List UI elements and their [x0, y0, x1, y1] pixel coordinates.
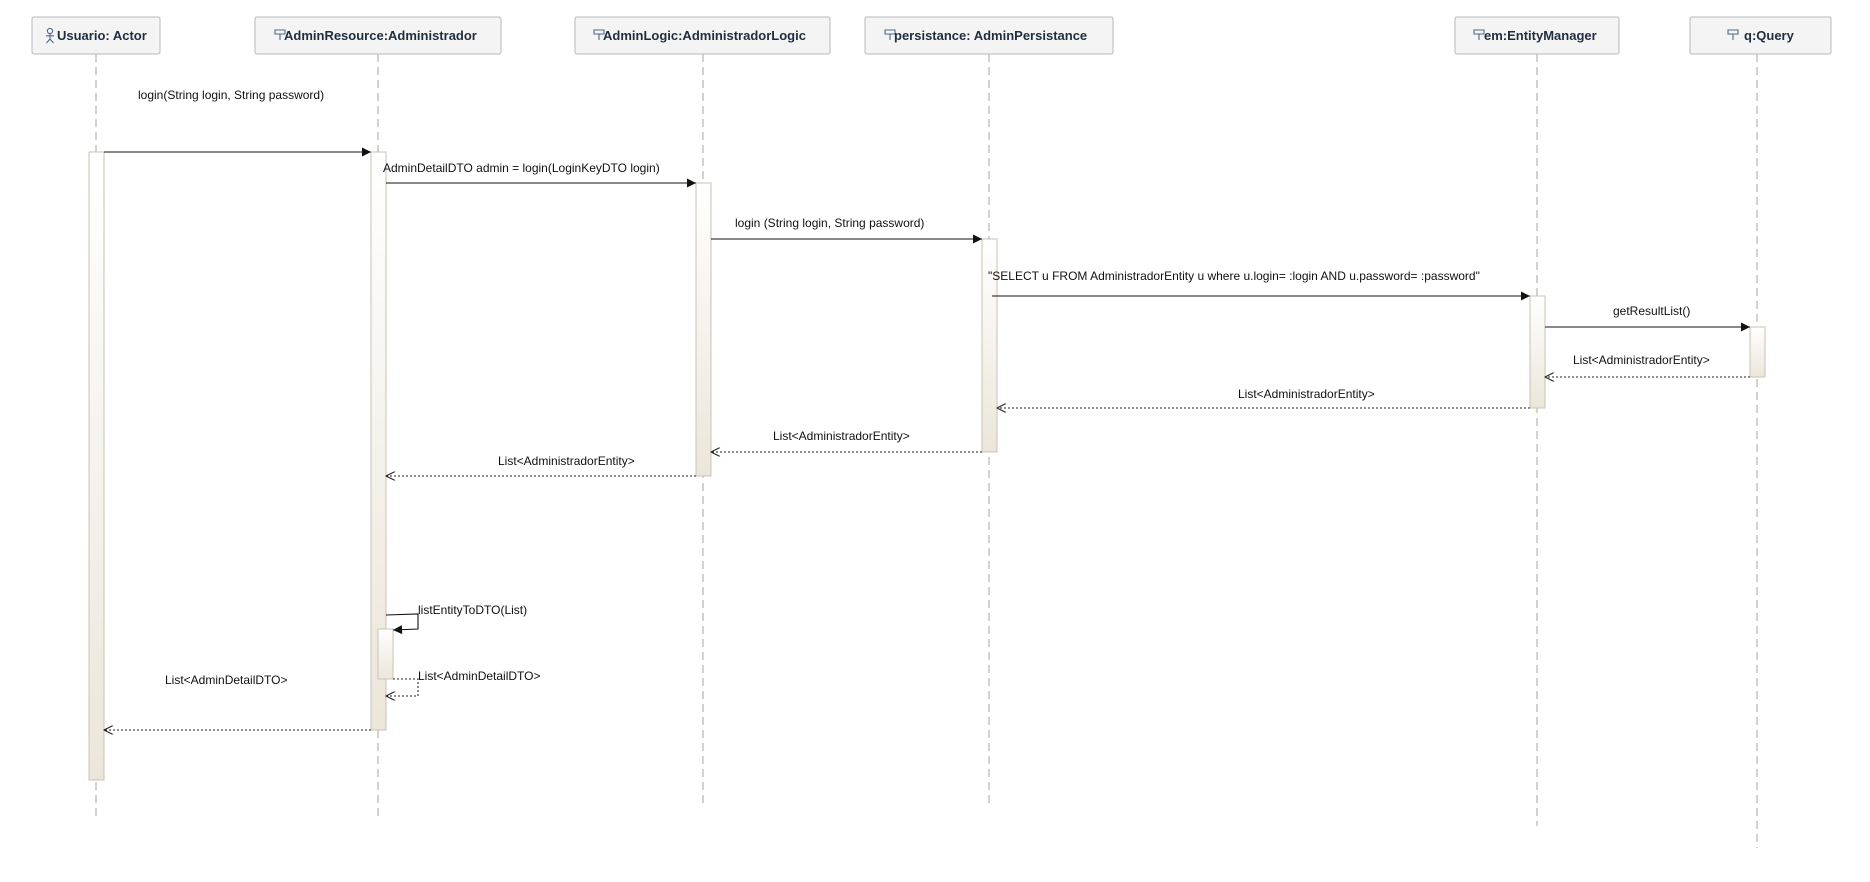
return-list-admin-detail-dto[interactable]: List<AdminDetailDTO> [104, 673, 371, 730]
lifeline-persistance[interactable]: persistance: AdminPersistance [864, 16, 1114, 55]
activation-adminresource-self [377, 628, 394, 680]
lifeline-icon [593, 29, 605, 40]
return-list-admin-detail-dto-self[interactable]: List<AdminDetailDTO> [386, 669, 541, 696]
message-label: List<AdminDetailDTO> [418, 669, 541, 683]
lifeline-adminlogic[interactable]: AdminLogic:AdministradorLogic [574, 16, 831, 55]
lifeline-usuario[interactable]: Usuario: Actor [31, 16, 161, 55]
activation-persistance [981, 238, 998, 453]
message-label: List<AdminDetailDTO> [165, 673, 288, 687]
message-admin-login[interactable]: AdminDetailDTO admin = login(LoginKeyDTO… [383, 161, 696, 188]
message-label: List<AdministradorEntity> [498, 454, 635, 468]
return-query-result[interactable]: List<AdministradorEntity> [1545, 353, 1750, 377]
message-label: List<AdministradorEntity> [773, 429, 910, 443]
message-label: login(String login, String password) [138, 88, 324, 102]
lifeline-em[interactable]: em:EntityManager [1454, 16, 1620, 55]
lifeline-icon [884, 29, 896, 40]
lifeline-title: q:Query [1744, 28, 1795, 43]
message-list-entity-to-dto[interactable]: listEntityToDTO(List) [385, 603, 527, 635]
return-persistance-result[interactable]: List<AdministradorEntity> [711, 429, 982, 452]
message-label: List<AdministradorEntity> [1573, 353, 1710, 367]
activation-adminlogic [695, 182, 712, 477]
message-label: listEntityToDTO(List) [418, 603, 527, 617]
activation-adminresource [370, 151, 387, 731]
lifeline-icon [274, 29, 286, 40]
lifeline-icon [1727, 29, 1739, 40]
lifeline-adminresource[interactable]: AdminResource:Administrador [254, 16, 502, 55]
message-login[interactable]: login(String login, String password) [104, 88, 371, 157]
actor-icon [46, 27, 54, 44]
message-label: AdminDetailDTO admin = login(LoginKeyDTO… [383, 161, 660, 175]
message-label: getResultList() [1613, 304, 1690, 318]
lifeline-icon [1473, 29, 1485, 40]
lifeline-title: AdminResource:Administrador [284, 28, 477, 43]
activation-usuario [88, 151, 105, 781]
message-get-result-list[interactable]: getResultList() [1545, 304, 1750, 332]
return-em-result[interactable]: List<AdministradorEntity> [997, 387, 1530, 408]
return-logic-result[interactable]: List<AdministradorEntity> [386, 454, 696, 476]
activation-em [1529, 295, 1546, 409]
lifeline-title: persistance: AdminPersistance [894, 28, 1087, 43]
lifeline-q[interactable]: q:Query [1689, 16, 1832, 55]
message-select-query[interactable]: "SELECT u FROM AdministradorEntity u whe… [988, 269, 1530, 301]
message-label: List<AdministradorEntity> [1238, 387, 1375, 401]
message-label: login (String login, String password) [735, 216, 924, 230]
message-logic-login[interactable]: login (String login, String password) [711, 216, 982, 244]
lifeline-title: em:EntityManager [1484, 28, 1597, 43]
lifeline-title: AdminLogic:AdministradorLogic [603, 28, 806, 43]
activation-q [1749, 326, 1766, 378]
message-label: "SELECT u FROM AdministradorEntity u whe… [988, 269, 1480, 283]
lifeline-title: Usuario: Actor [57, 28, 147, 43]
